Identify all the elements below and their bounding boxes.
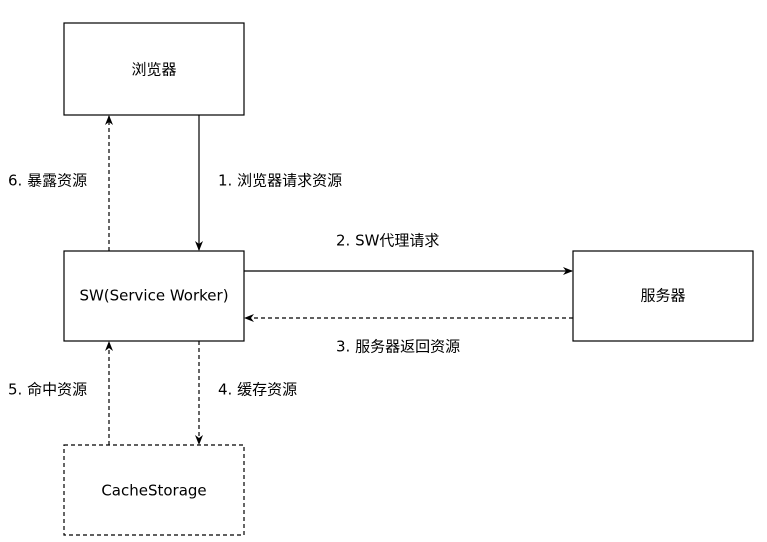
edge-label-step6: 6. 暴露资源 (8, 172, 87, 190)
edge-label-step2: 2. SW代理请求 (336, 232, 439, 250)
server-node: 服务器 (572, 250, 754, 342)
browser-node: 浏览器 (63, 22, 245, 116)
cache-storage-node: CacheStorage (63, 444, 245, 536)
service-worker-node: SW(Service Worker) (63, 250, 245, 342)
cache-storage-label: CacheStorage (101, 482, 206, 500)
edge-label-step5: 5. 命中资源 (8, 381, 87, 399)
edge-label-step1: 1. 浏览器请求资源 (218, 172, 342, 190)
server-label: 服务器 (640, 287, 685, 305)
service-worker-label: SW(Service Worker) (79, 287, 228, 305)
edge-label-step3: 3. 服务器返回资源 (336, 338, 460, 356)
edge-label-step4: 4. 缓存资源 (218, 381, 297, 399)
browser-label: 浏览器 (131, 61, 176, 79)
